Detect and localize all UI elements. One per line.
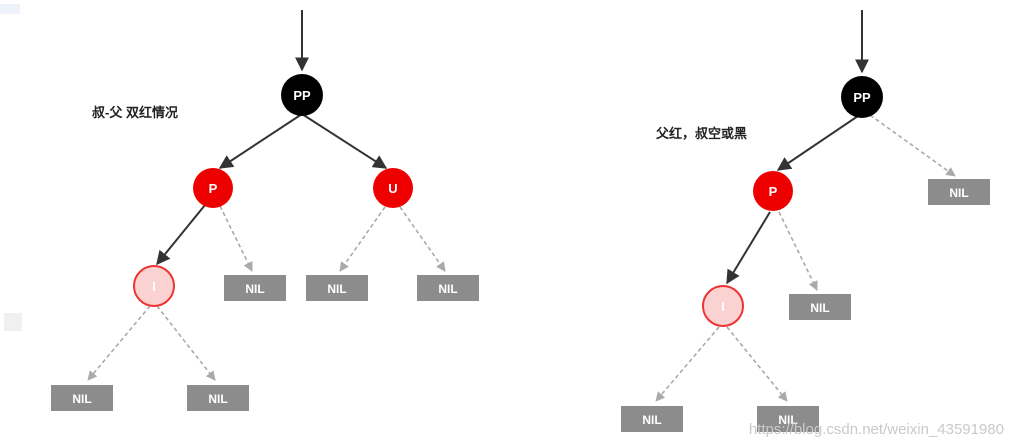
right-edge-pp-nil bbox=[869, 114, 956, 177]
left-node-i: I bbox=[133, 265, 175, 307]
left-nil-p: NIL bbox=[224, 275, 286, 301]
right-node-pp-label: PP bbox=[853, 90, 871, 105]
right-nil-i-right-box bbox=[757, 406, 819, 432]
right-nil-p-label: NIL bbox=[810, 301, 829, 315]
right-node-pp: PP bbox=[841, 76, 883, 118]
left-nil-u-right-box bbox=[417, 275, 479, 301]
right-edge-p-nil bbox=[778, 211, 818, 291]
left-nil-u-left-label: NIL bbox=[327, 282, 346, 296]
left-nil-u-right: NIL bbox=[417, 275, 479, 301]
right-edge-i-nil-left bbox=[655, 326, 720, 402]
right-nil-i-left: NIL bbox=[621, 406, 683, 432]
left-nil-p-label: NIL bbox=[245, 282, 264, 296]
right-nil-i-right: NIL bbox=[757, 406, 819, 432]
left-edge-u-nil-left bbox=[339, 206, 386, 272]
left-node-pp-label: PP bbox=[293, 88, 311, 103]
left-nil-u-left: NIL bbox=[306, 275, 368, 301]
right-edge-pp-p bbox=[776, 115, 859, 171]
left-nil-i-left-label: NIL bbox=[72, 392, 91, 406]
left-node-pp: PP bbox=[281, 74, 323, 116]
left-node-p-label: P bbox=[209, 181, 218, 196]
right-nil-p-box bbox=[789, 294, 851, 320]
left-nil-i-right: NIL bbox=[187, 385, 249, 411]
right-nil-i-right-label: NIL bbox=[778, 413, 797, 427]
left-node-p-circle bbox=[193, 168, 233, 208]
left-edge-p-i bbox=[156, 204, 206, 266]
right-edge-p-i bbox=[726, 211, 771, 285]
right-caption: 父红，叔空或黑 bbox=[655, 126, 747, 141]
left-node-u-circle bbox=[373, 168, 413, 208]
left-node-i-circle bbox=[133, 265, 175, 307]
left-edge-i-nil-right bbox=[156, 305, 216, 381]
left-nil-p-box bbox=[224, 275, 286, 301]
left-node-u-label: U bbox=[388, 181, 397, 196]
margin-artifact-bottom bbox=[4, 313, 22, 331]
right-nil-pp-box bbox=[928, 179, 990, 205]
margin-artifact-top bbox=[0, 4, 20, 14]
left-nil-i-right-box bbox=[187, 385, 249, 411]
right-nil-i-left-label: NIL bbox=[642, 413, 661, 427]
left-node-p: P bbox=[193, 168, 233, 208]
left-nil-u-right-label: NIL bbox=[438, 282, 457, 296]
right-node-pp-circle bbox=[841, 76, 883, 118]
left-edge-p-nil bbox=[219, 205, 253, 272]
right-node-p-circle bbox=[753, 171, 793, 211]
left-nil-i-right-label: NIL bbox=[208, 392, 227, 406]
left-caption: 叔-父 双红情况 bbox=[92, 105, 178, 120]
left-node-i-label: I bbox=[152, 279, 156, 294]
left-node-pp-circle bbox=[281, 74, 323, 116]
left-edge-pp-u bbox=[301, 113, 388, 169]
right-edge-i-nil-right bbox=[726, 326, 788, 402]
right-node-i-circle bbox=[702, 285, 744, 327]
left-nil-u-left-box bbox=[306, 275, 368, 301]
right-node-i-label: I bbox=[721, 299, 725, 314]
right-nil-p: NIL bbox=[789, 294, 851, 320]
left-node-u: U bbox=[373, 168, 413, 208]
right-node-p: P bbox=[753, 171, 793, 211]
left-edge-u-nil-right bbox=[399, 206, 446, 272]
left-tree: 叔-父 双红情况 PP P U I NIL bbox=[51, 10, 479, 411]
right-tree: 父红，叔空或黑 PP P I NIL NIL bbox=[621, 10, 990, 432]
left-nil-i-left: NIL bbox=[51, 385, 113, 411]
right-nil-i-left-box bbox=[621, 406, 683, 432]
right-nil-pp: NIL bbox=[928, 179, 990, 205]
right-node-i: I bbox=[702, 285, 744, 327]
watermark-text: https://blog.csdn.net/weixin_43591980 bbox=[749, 421, 1004, 438]
left-edge-i-nil-left bbox=[87, 305, 151, 381]
right-node-p-label: P bbox=[769, 184, 778, 199]
left-nil-i-left-box bbox=[51, 385, 113, 411]
right-nil-pp-label: NIL bbox=[949, 186, 968, 200]
left-edge-pp-p bbox=[218, 113, 303, 169]
